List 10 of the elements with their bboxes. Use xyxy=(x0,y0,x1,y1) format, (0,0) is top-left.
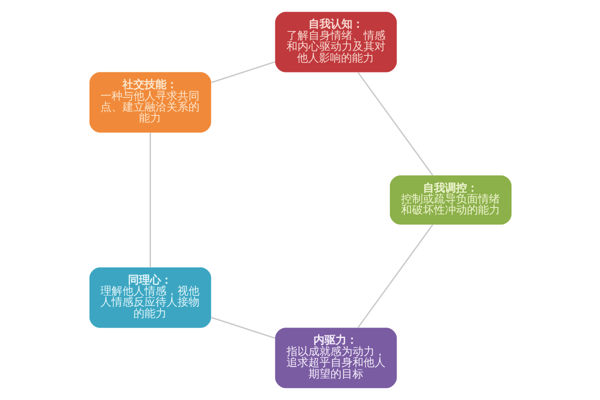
node-box: 自我认知： 了解自身情绪、情感和内心驱动力及其对他人影响的能力 xyxy=(274,12,396,72)
connector xyxy=(149,132,150,268)
connector xyxy=(357,224,433,328)
node-box: 同理心： 理解他人情感，视他人情感反应待人接物的能力 xyxy=(88,267,211,328)
connector xyxy=(210,316,275,339)
connector xyxy=(357,72,433,176)
connector xyxy=(210,61,275,84)
node-box: 自我调控： 控制或疏导负面情绪和破坏性冲动的能力 xyxy=(389,175,512,225)
node-box: 社交技能： 一种与他人寻求共同点、建立融洽关系的能力 xyxy=(88,72,211,133)
node-box: 内驱力： 指以成就感为动力，追求超乎自身和他人期望的目标 xyxy=(274,328,396,388)
